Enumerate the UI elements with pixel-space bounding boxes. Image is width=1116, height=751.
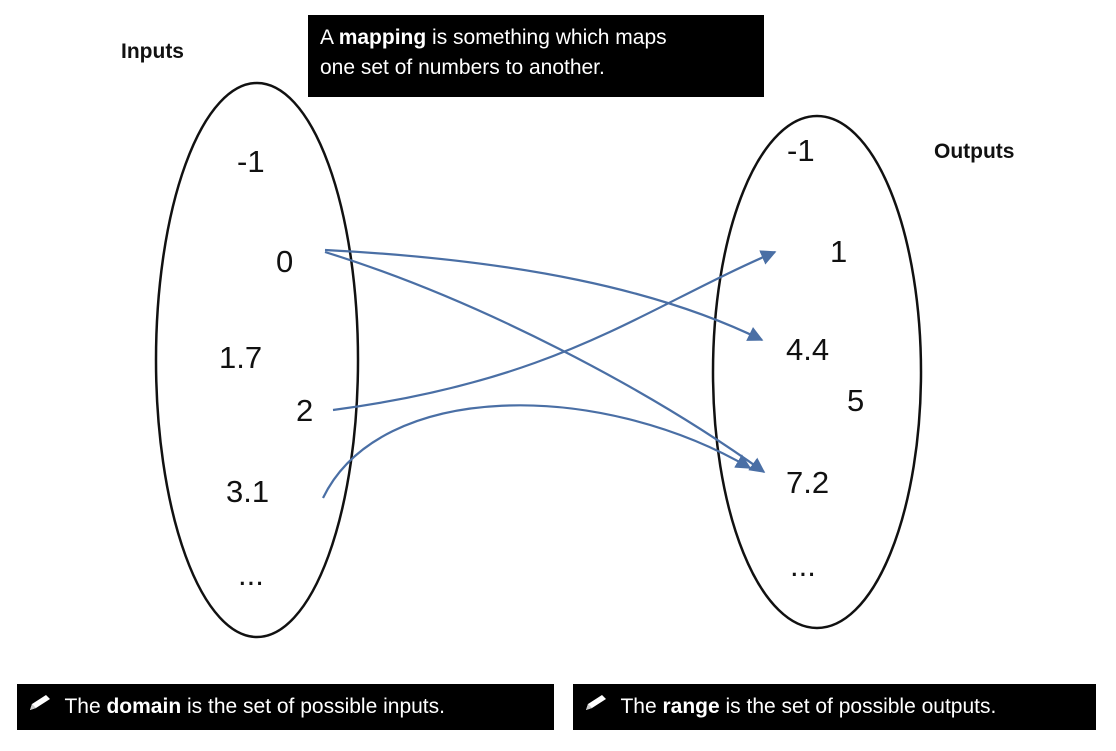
input-value: 0	[276, 244, 293, 279]
mapping-definition-line-2: one set of numbers to another.	[320, 56, 605, 79]
output-value: 1	[830, 234, 847, 269]
output-value: ...	[790, 548, 816, 583]
input-value: ...	[238, 557, 264, 592]
inputs-heading: Inputs	[121, 40, 184, 63]
mapping-definition-line-1: A mapping is something which maps	[320, 26, 667, 49]
mapping-arrow-2-to-1	[332, 250, 777, 412]
mapping-arrow-0-to-7-2	[324, 250, 766, 473]
input-value: 1.7	[219, 340, 262, 375]
output-value: 5	[847, 383, 864, 418]
range-definition-note: The range is the set of possible outputs…	[573, 684, 1096, 730]
pencil-icon	[27, 692, 53, 722]
inputs-ellipse	[154, 81, 360, 639]
mapping-arrow-0-to-4-4	[324, 248, 764, 341]
pencil-icon	[583, 692, 609, 722]
input-value: 2	[296, 393, 313, 428]
domain-definition-note: The domain is the set of possible inputs…	[17, 684, 554, 730]
mapping-arrow-3-1-to-7-2	[322, 404, 752, 499]
output-value: 7.2	[786, 465, 829, 500]
input-value: 3.1	[226, 474, 269, 509]
input-value: -1	[237, 144, 265, 179]
outputs-heading: Outputs	[934, 140, 1015, 163]
output-value: 4.4	[786, 332, 829, 367]
outputs-ellipse	[711, 114, 923, 630]
mapping-definition-note: A mapping is something which maps one se…	[308, 15, 764, 97]
output-value: -1	[787, 133, 815, 168]
